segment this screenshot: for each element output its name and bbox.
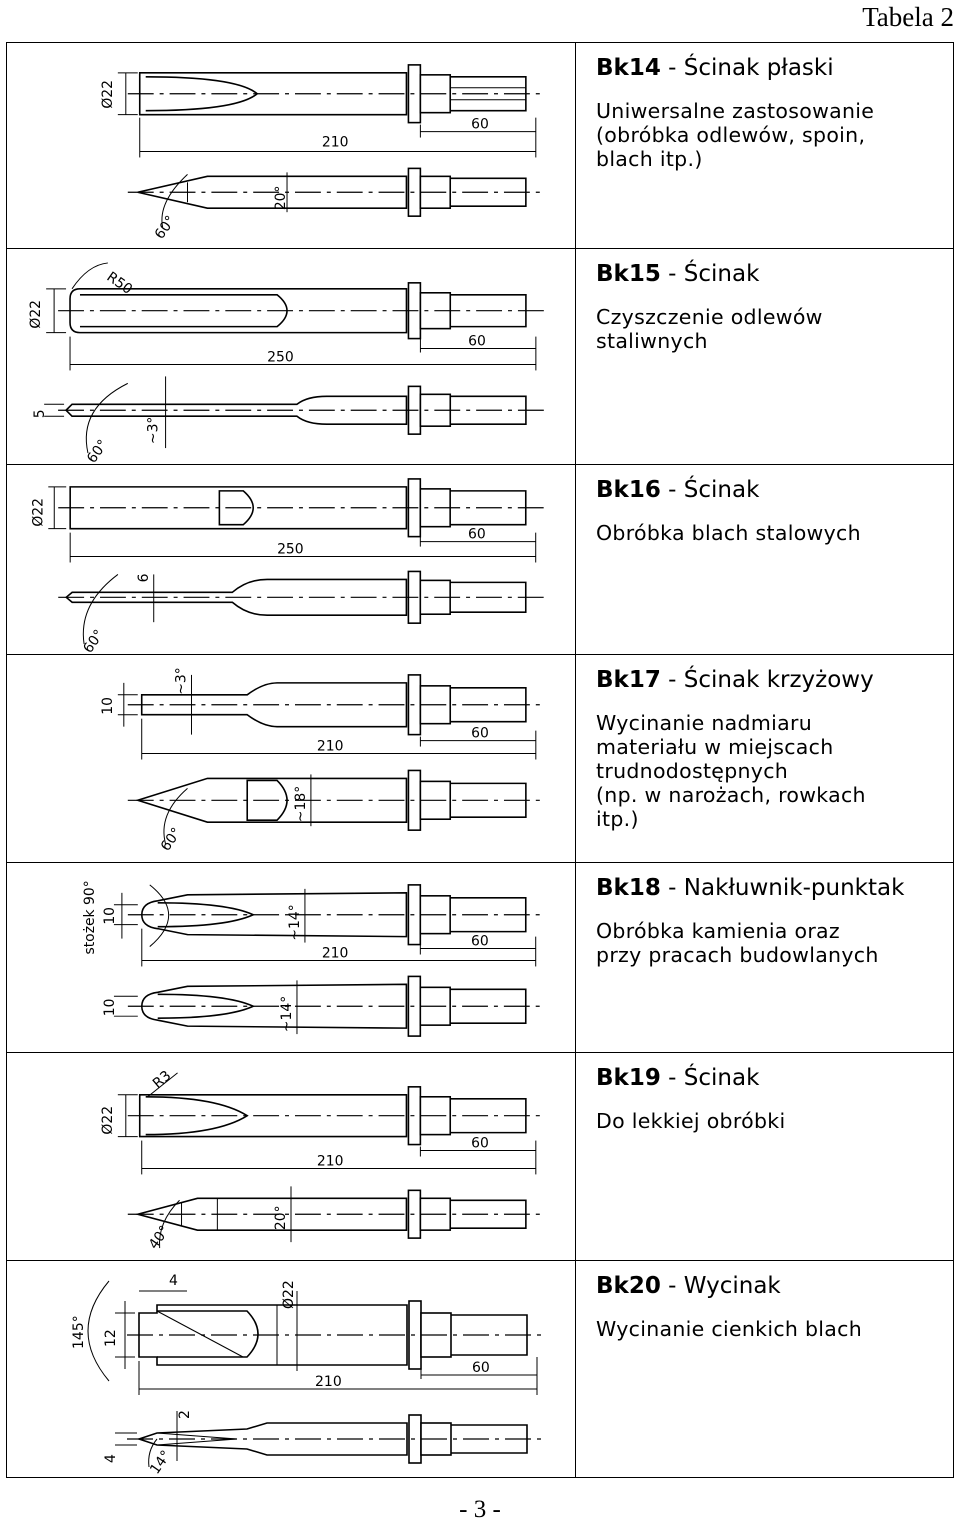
tool-title-bk20: Bk20 - Wycinak bbox=[596, 1273, 781, 1299]
tool-title-bk15: Bk15 - Ścinak bbox=[596, 261, 760, 287]
svg-text:60: 60 bbox=[468, 527, 486, 543]
svg-text:145°: 145° bbox=[71, 1315, 87, 1349]
svg-text:10: 10 bbox=[102, 998, 118, 1016]
svg-text:210: 210 bbox=[317, 739, 344, 755]
svg-text:6: 6 bbox=[136, 574, 152, 583]
tool-description-bk16: Obróbka blach stalowych bbox=[596, 521, 861, 545]
svg-text:60: 60 bbox=[471, 934, 489, 950]
svg-text:60: 60 bbox=[471, 117, 489, 133]
svg-text:250: 250 bbox=[277, 542, 304, 558]
technical-drawing-bk16: Ø22 250 60 6 60° bbox=[7, 465, 576, 654]
svg-text:R50: R50 bbox=[104, 269, 136, 298]
tool-description-bk18: Obróbka kamienia oraz przy pracach budow… bbox=[596, 919, 879, 967]
svg-text:60: 60 bbox=[471, 1136, 489, 1152]
svg-text:40°: 40° bbox=[146, 1223, 173, 1252]
table-row: Ø22 R3 210 60 2 bbox=[7, 1053, 953, 1261]
technical-drawing-bk17: 10 ~3° 210 60 ~18° bbox=[7, 655, 576, 862]
svg-text:~3°: ~3° bbox=[146, 417, 162, 444]
tool-title-bk19: Bk19 - Ścinak bbox=[596, 1065, 760, 1091]
svg-text:250: 250 bbox=[267, 349, 294, 365]
svg-text:60°: 60° bbox=[80, 627, 107, 654]
svg-text:R3: R3 bbox=[150, 1068, 174, 1092]
tool-description-bk19: Do lekkiej obróbki bbox=[596, 1109, 786, 1133]
svg-text:60°: 60° bbox=[84, 437, 111, 464]
svg-text:20°: 20° bbox=[273, 185, 289, 210]
svg-text:60: 60 bbox=[468, 334, 486, 350]
svg-text:Ø22: Ø22 bbox=[100, 1106, 116, 1135]
svg-text:~14°: ~14° bbox=[279, 996, 295, 1032]
svg-text:14°: 14° bbox=[147, 1448, 174, 1477]
svg-text:10: 10 bbox=[100, 697, 116, 715]
svg-text:2: 2 bbox=[177, 1410, 193, 1419]
page-number: - 3 - bbox=[459, 1496, 501, 1523]
table-row: 10 ~3° 210 60 ~18° bbox=[7, 655, 953, 863]
svg-text:210: 210 bbox=[322, 946, 349, 962]
svg-text:Ø22: Ø22 bbox=[28, 300, 44, 329]
technical-drawing-bk15: Ø22 R50 250 60 5 bbox=[7, 249, 576, 464]
svg-text:60°: 60° bbox=[158, 825, 185, 854]
tool-title-bk14: Bk14 - Ścinak płaski bbox=[596, 55, 834, 81]
svg-text:~14°: ~14° bbox=[287, 904, 303, 940]
tool-description-bk15: Czyszczenie odlewów staliwnych bbox=[596, 305, 823, 353]
svg-text:Ø22: Ø22 bbox=[30, 498, 46, 527]
technical-drawing-bk20: 145° 12 4 Ø22 210 60 bbox=[7, 1261, 576, 1477]
table-row: Ø22 210 60 60° bbox=[7, 43, 953, 249]
svg-text:210: 210 bbox=[315, 1374, 342, 1390]
svg-text:Ø22: Ø22 bbox=[281, 1280, 297, 1309]
table-row: stożek 90° 10 ~14° 210 60 bbox=[7, 863, 953, 1053]
svg-text:12: 12 bbox=[103, 1329, 119, 1347]
svg-text:4: 4 bbox=[103, 1454, 119, 1463]
tool-title-bk17: Bk17 - Ścinak krzyżowy bbox=[596, 667, 874, 693]
table-label: Tabela 2 bbox=[862, 2, 954, 32]
svg-text:~18°: ~18° bbox=[293, 786, 309, 822]
svg-text:stożek 90°: stożek 90° bbox=[82, 880, 98, 954]
technical-drawing-bk18: stożek 90° 10 ~14° 210 60 bbox=[7, 863, 576, 1052]
svg-text:5: 5 bbox=[32, 409, 48, 418]
svg-text:10: 10 bbox=[102, 907, 118, 925]
svg-text:Ø22: Ø22 bbox=[100, 80, 116, 109]
svg-text:60: 60 bbox=[472, 1360, 490, 1376]
technical-drawing-bk19: Ø22 R3 210 60 2 bbox=[7, 1053, 576, 1260]
svg-text:~3°: ~3° bbox=[174, 667, 190, 694]
table-row: 145° 12 4 Ø22 210 60 bbox=[7, 1261, 953, 1477]
tool-table: Ø22 210 60 60° bbox=[6, 42, 954, 1478]
svg-text:60°: 60° bbox=[152, 213, 179, 242]
tool-title-bk18: Bk18 - Nakłuwnik-punktak bbox=[596, 875, 905, 901]
svg-text:20°: 20° bbox=[273, 1205, 289, 1230]
table-row: Ø22 250 60 6 60° bbox=[7, 465, 953, 655]
table-row: Ø22 R50 250 60 5 bbox=[7, 249, 953, 465]
svg-text:210: 210 bbox=[317, 1153, 344, 1169]
tool-title-bk16: Bk16 - Ścinak bbox=[596, 477, 760, 503]
tool-description-bk17: Wycinanie nadmiaru materiału w miejscach… bbox=[596, 711, 866, 831]
technical-drawing-bk14: Ø22 210 60 60° bbox=[7, 43, 576, 248]
tool-description-bk20: Wycinanie cienkich blach bbox=[596, 1317, 863, 1341]
svg-text:60: 60 bbox=[471, 726, 489, 742]
tool-description-bk14: Uniwersalne zastosowanie (obróbka odlewó… bbox=[596, 99, 875, 171]
svg-text:4: 4 bbox=[169, 1273, 178, 1289]
svg-text:210: 210 bbox=[322, 134, 349, 150]
